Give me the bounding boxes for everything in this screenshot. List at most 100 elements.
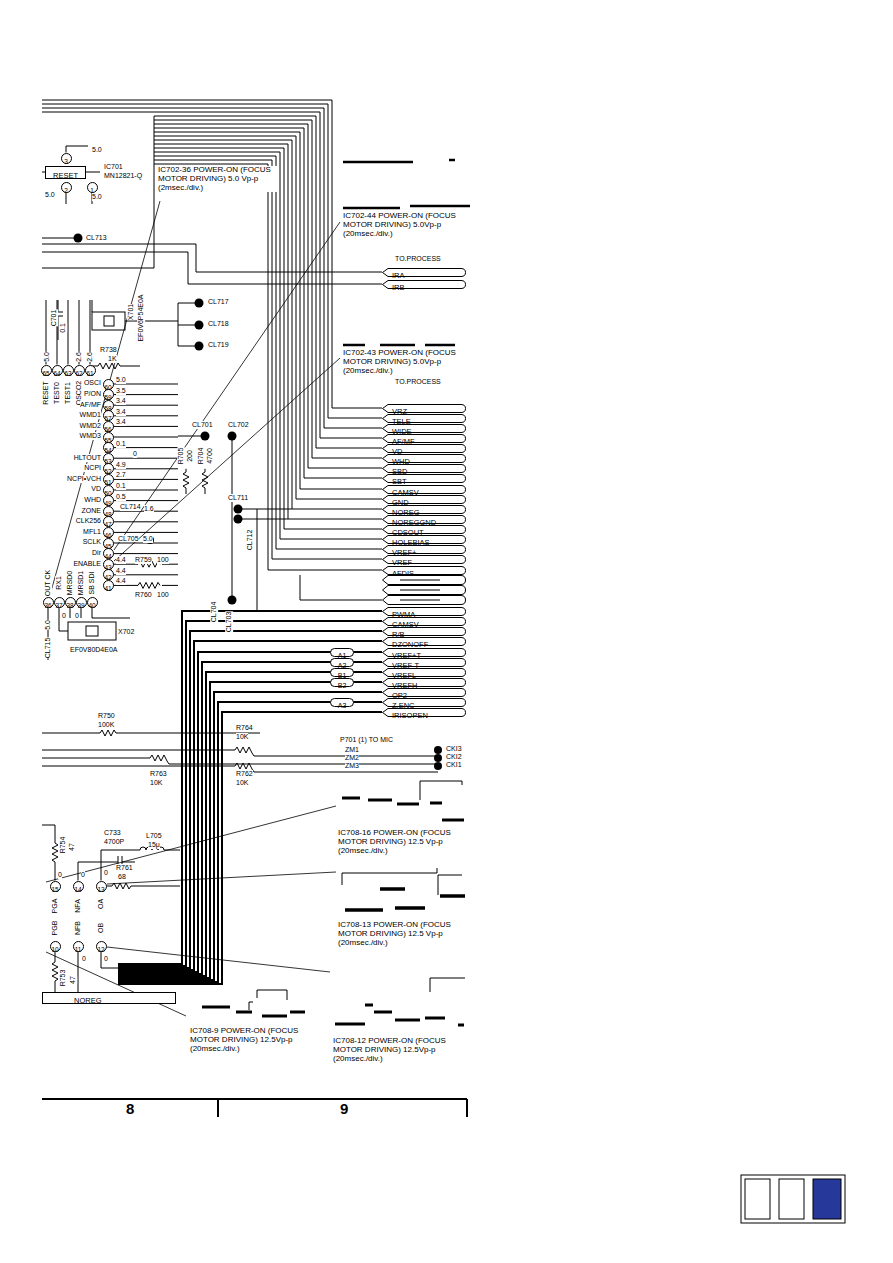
schematic-label: 15μ [148, 841, 160, 849]
schematic-label: 5.0 [45, 191, 55, 199]
node-text: 64 [53, 368, 60, 379]
ic-outline [68, 312, 125, 640]
signal-wire [238, 509, 292, 611]
connector-terminal: Z.ENC [382, 698, 466, 707]
schematic-label: 0 [104, 869, 108, 877]
page-indicator [745, 1179, 770, 1219]
schematic-label: 0.1 [59, 323, 67, 333]
schematic-label: 0 [104, 955, 108, 963]
node-text: 39 [77, 600, 84, 611]
signal-wire [81, 608, 82, 619]
schematic-label: SB SDI [88, 572, 96, 595]
schematic-label: 47 [68, 843, 76, 851]
pin-number: 10 [50, 941, 61, 952]
schematic-label: SCLK [83, 538, 101, 546]
connector-terminal: CAMSV [382, 617, 466, 626]
schematic-label: 3.4 [116, 418, 126, 426]
schematic-label: 100K [98, 721, 114, 729]
schematic-label: TO.PROCESS [395, 378, 441, 386]
schematic-label: 10K [236, 733, 248, 741]
node-text: 3 [64, 156, 68, 167]
pin-number: 14 [73, 881, 84, 892]
signal-wire [101, 847, 180, 881]
signal-wire [42, 730, 260, 736]
connector-terminal: VREF- [382, 555, 466, 564]
schematic-label: WMD1 [80, 411, 101, 419]
oscilloscope-trace [420, 781, 462, 800]
schematic-label: 4.9 [116, 461, 126, 469]
pin-number: 41 [103, 580, 114, 591]
schematic-label: 0.1 [116, 482, 126, 490]
schematic-label: P/ON [84, 390, 101, 398]
junction-tag: B2 [330, 678, 354, 687]
pin-number: 45 [103, 538, 114, 549]
leader-line [114, 222, 340, 550]
schematic-label: 47 [69, 976, 77, 984]
waveform-callout: IC708-9 POWER-ON (FOCUS MOTOR DRIVING) 1… [190, 1027, 310, 1053]
test-point-dot [434, 754, 442, 762]
signal-wire [42, 172, 45, 173]
schematic-label: TEST0 [53, 382, 61, 404]
waveform-callout: IC708-16 POWER-ON (FOCUS MOTOR DRIVING) … [338, 829, 458, 855]
page-indicator [741, 1175, 845, 1223]
schematic-label: CL702 [228, 421, 249, 429]
schematic-label: 0 [58, 871, 62, 879]
schematic-label: R762 [236, 770, 253, 778]
schematic-label: 4.4 [116, 577, 126, 585]
schematic-label: PGB [51, 921, 59, 936]
schematic-label: 5.0 [116, 376, 126, 384]
schematic-label: 0 [81, 871, 85, 879]
schematic-label: NCPI•VCH [67, 475, 101, 483]
node-text: IRB [382, 283, 405, 292]
junction-tag: A1 [330, 648, 354, 657]
schematic-label: CL719 [208, 341, 229, 349]
schematic-label: CL703 [225, 612, 233, 633]
pin-number: 61 [85, 365, 96, 376]
node-text: 10 [51, 944, 58, 955]
test-point-dot [74, 234, 83, 243]
page-indicator [813, 1179, 841, 1219]
node-text: 11 [75, 944, 82, 955]
schematic-label: 4.4 [116, 567, 126, 575]
schematic-label: CL718 [208, 320, 229, 328]
pin-number: 36 [43, 597, 54, 608]
schematic-label: CL713 [86, 234, 107, 242]
connector-terminal: CAMSV [382, 485, 466, 494]
schematic-label: R738 [100, 346, 117, 354]
schematic-label: CL704 [210, 602, 218, 623]
leader-line [46, 806, 336, 882]
pin-number: 64 [52, 365, 63, 376]
node-text: A3 [338, 701, 347, 710]
pin-number: 57 [103, 410, 114, 421]
connector-terminal: WIDE [382, 424, 466, 433]
schematic-label: CKI3 [446, 745, 462, 753]
schematic-label: C733 [104, 829, 121, 837]
schematic-label: 3.4 [116, 408, 126, 416]
connector-terminal: PWMA [382, 607, 466, 616]
schematic-label: PGA [51, 899, 59, 914]
oscilloscope-trace [345, 889, 465, 910]
schematic-label: X701 [127, 304, 135, 320]
signal-wire [42, 104, 382, 418]
test-point-dot [234, 515, 243, 524]
signal-wire [92, 608, 130, 619]
blank-connector [400, 580, 440, 600]
schematic-label: 5.0 [92, 146, 102, 154]
pin-number: 58 [103, 400, 114, 411]
schematic-label: C701 [50, 310, 58, 327]
connector-terminal: DZONOFF [382, 637, 466, 646]
connector-terminal: TELE [382, 414, 466, 423]
leader-line [46, 201, 340, 1016]
schematic-label: R761 [116, 864, 133, 872]
schematic-label: CL712 [246, 530, 254, 551]
connector-terminal: VREF+ [382, 545, 466, 554]
pin-number: 39 [76, 597, 87, 608]
signal-wire [114, 384, 179, 585]
pin-number: 43 [103, 559, 114, 570]
schematic-label: R704 [197, 448, 205, 465]
junction-tag: B1 [330, 668, 354, 677]
schematic-label: 3.5 [116, 387, 126, 395]
node-text: 40 [88, 600, 95, 611]
zone-number: 9 [340, 1101, 348, 1118]
box-shape [43, 993, 176, 1004]
